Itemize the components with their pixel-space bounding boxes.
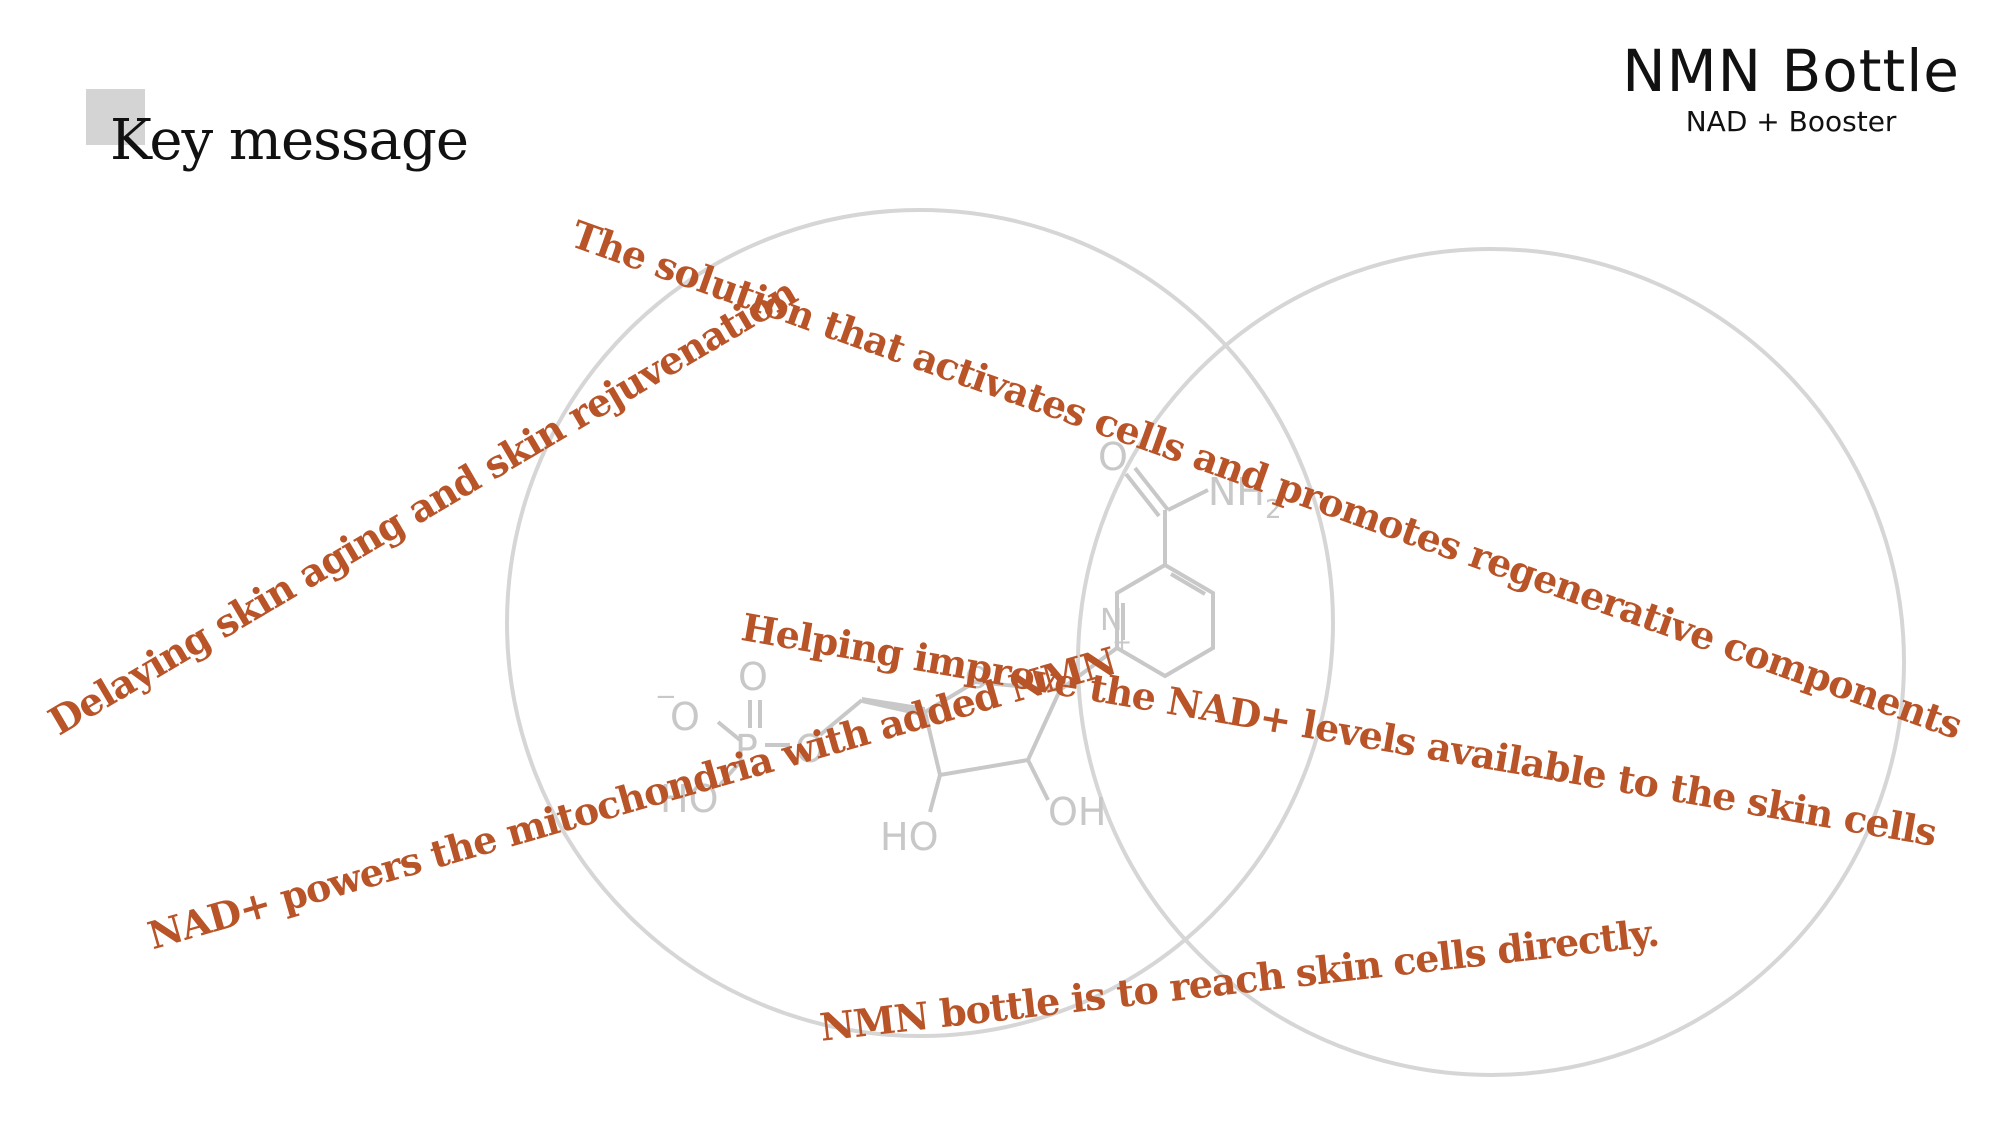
brand-subtitle: NAD + Booster bbox=[1685, 105, 1897, 138]
brand-block: NMN Bottle NAD + Booster bbox=[1622, 38, 1960, 140]
oh-bond bbox=[1026, 759, 1050, 801]
pyridinium-charge: + bbox=[1112, 628, 1132, 656]
page-title: Key message bbox=[110, 108, 469, 173]
ribose-ring bbox=[922, 679, 1063, 778]
right-circle bbox=[1076, 247, 1906, 1077]
carbonyl-double-bond bbox=[1124, 472, 1161, 518]
phosphate-oxygen-neg: O bbox=[670, 695, 700, 739]
p-oneg-bond bbox=[716, 720, 742, 742]
negative-charge: − bbox=[655, 682, 677, 712]
sugar-hydroxyl-right: OH bbox=[1048, 790, 1106, 834]
amide-subscript: 2 bbox=[1265, 495, 1282, 525]
phosphate-oxygen-top: O bbox=[738, 655, 768, 699]
ho-bond bbox=[928, 774, 942, 813]
carbonyl-oxygen-label: O bbox=[1098, 435, 1128, 479]
phosphorus-label: P bbox=[735, 727, 758, 771]
p-oh-bond bbox=[718, 760, 742, 787]
brand-name: NMN Bottle bbox=[1622, 37, 1960, 105]
carbonyl-bond bbox=[1133, 466, 1170, 512]
glycosidic-bond bbox=[1058, 646, 1119, 692]
molecule-labels: O NH 2 N + O O − O P O HO HO OH bbox=[655, 435, 1282, 859]
o-link-bond bbox=[818, 698, 864, 737]
amide-label: NH bbox=[1208, 470, 1265, 514]
pyridinium-ring bbox=[1115, 562, 1215, 679]
left-circle bbox=[505, 208, 1335, 1038]
phosphate-hydroxyl: HO bbox=[660, 777, 718, 821]
pyridinium-n-label: N bbox=[1100, 603, 1122, 638]
ring-oxygen-label: O bbox=[965, 661, 989, 696]
title-accent-square bbox=[86, 89, 145, 145]
amide-bond bbox=[1167, 488, 1209, 512]
phosphate-oxygen-right: O bbox=[795, 727, 825, 771]
sugar-hydroxyl-left: HO bbox=[880, 815, 938, 859]
wedge-bond bbox=[862, 697, 925, 717]
ring-inner-bond-2 bbox=[1169, 572, 1207, 596]
